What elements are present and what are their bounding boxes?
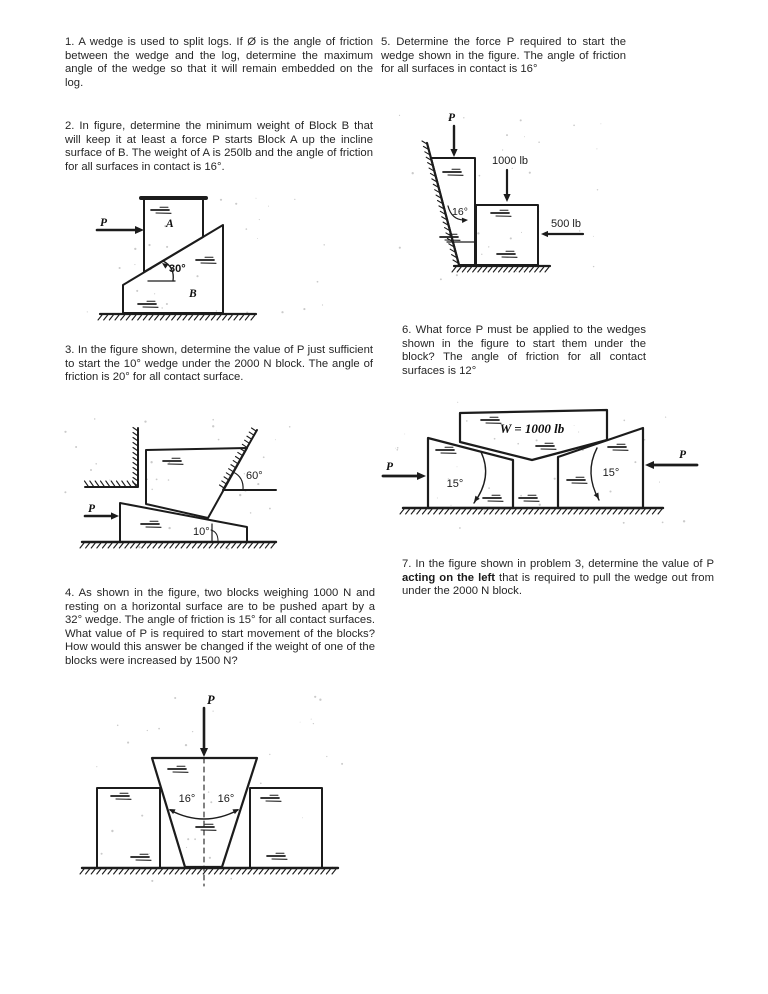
left-block-outline: [96, 787, 161, 869]
figure-problem-5: P 1000 lb 500 lb 16°: [398, 112, 602, 281]
hand-drawn-marks: [398, 114, 602, 281]
figure-problem-3: P 60° 10°: [64, 418, 291, 550]
figure-problem-6: W = 1000 lb P P 15° 15°: [381, 401, 699, 529]
fixed-wall-corner: [84, 427, 139, 488]
block-2000n-outline: [145, 447, 248, 519]
angle-arc: [169, 809, 239, 820]
hand-drawn-marks: [86, 197, 325, 321]
angle-10-label: 10°: [193, 526, 210, 538]
right-block-outline: [249, 787, 323, 869]
figure-problem-4: P 16° 16°: [79, 693, 344, 887]
angle-15-right-label: 15°: [603, 467, 620, 479]
problem-3-text: 3. In the figure shown, determine the va…: [65, 344, 373, 384]
angle-arc: [162, 260, 174, 282]
problem-6-text: 6. What force P must be applied to the w…: [402, 324, 646, 377]
problem-7-text-start: 7. In the figure shown in problem 3, det…: [402, 558, 714, 570]
force-p-label: P: [88, 503, 96, 515]
angle-16-label: 16°: [452, 206, 468, 218]
force-p-label: P: [207, 693, 215, 707]
left-angle-arc: [473, 451, 487, 504]
hand-drawn-marks: [395, 401, 686, 529]
hand-drawn-marks: [64, 418, 291, 550]
force-p-label: P: [448, 112, 456, 124]
block-outline: [475, 204, 539, 266]
problem-1-text: 1. A wedge is used to split logs. If Ø i…: [65, 36, 373, 89]
angle-16-right-label: 16°: [218, 793, 235, 805]
problem-7-bold-phrase: acting on the left: [402, 571, 496, 584]
block-w-outline: [458, 408, 609, 462]
right-wedge-outline: [556, 426, 645, 510]
figure-problem-2: P A B 30°: [86, 196, 325, 321]
right-angle-arc: [590, 447, 600, 501]
force-p-left-label: P: [386, 461, 394, 473]
weight-label: W = 1000 lb: [500, 421, 565, 436]
problem-5-text: 5. Determine the force P required to sta…: [381, 36, 626, 76]
force-p-label: P: [100, 217, 108, 229]
angle-16-left-label: 16°: [179, 793, 196, 805]
angle-10-arc: [210, 529, 219, 542]
problem-4-text: 4. As shown in the figure, two blocks we…: [65, 587, 375, 667]
angle-30-label: 30°: [169, 263, 186, 275]
load-1000lb-label: 1000 lb: [492, 155, 528, 167]
inclined-surface-60: [222, 429, 277, 491]
angle-60-arc: [232, 471, 244, 491]
angle-15-left-label: 15°: [447, 478, 464, 490]
wedge-10-outline: [119, 502, 248, 543]
problem-2-text: 2. In figure, determine the minimum weig…: [65, 120, 373, 173]
block-a-label: A: [165, 218, 174, 230]
block-b-label: B: [188, 288, 197, 300]
hand-drawn-marks: [79, 695, 344, 882]
problem-7-text-end: that is required to pull the wedge out f…: [402, 571, 714, 598]
angle-60-label: 60°: [246, 470, 263, 482]
load-500lb-label: 500 lb: [551, 218, 581, 230]
force-p-right-label: P: [679, 449, 687, 461]
angle-16-arc: [447, 205, 467, 221]
problem-7-text: 7. In the figure shown in problem 3, det…: [402, 558, 714, 599]
